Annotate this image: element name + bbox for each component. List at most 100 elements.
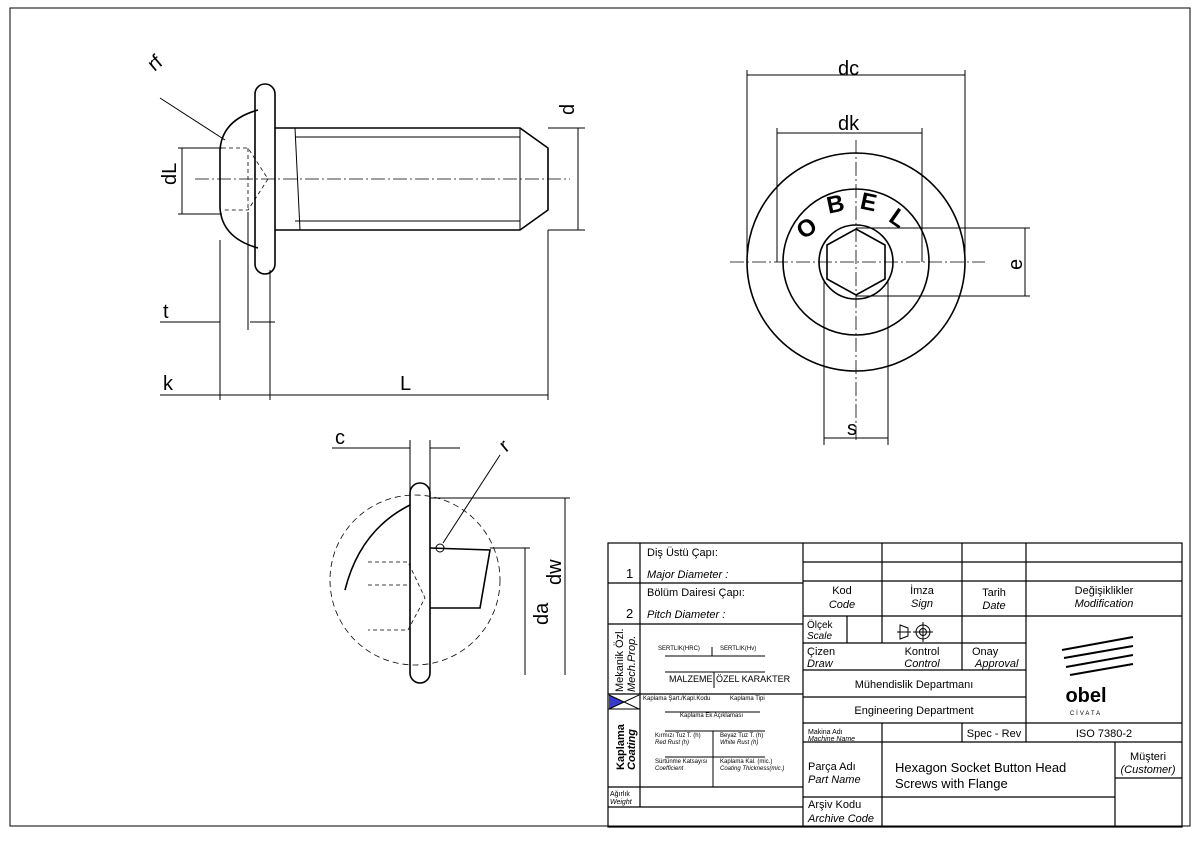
logo-brand: obel <box>1065 685 1106 707</box>
drawing-line <box>899 624 909 640</box>
title-block-part-line1: Hexagon Socket Button Head <box>895 760 1066 775</box>
title-block-control-tr: Kontrol <box>905 646 940 658</box>
title-block-part-en: Part Name <box>808 774 861 786</box>
title-block-coating-white-en: White Rust (h) <box>720 740 758 746</box>
drawing-line <box>442 454 501 544</box>
drawing-line <box>608 694 640 710</box>
dim-dk: dk <box>838 113 860 135</box>
logo-sub: CİVATA <box>1070 710 1102 717</box>
title-block-dept-tr: Mühendislik Departmanı <box>855 679 974 691</box>
title-block-control-en: Control <box>904 658 940 670</box>
obel-marking: O B E L <box>792 188 912 245</box>
title-block-coating-coef-en: Coefficient <box>655 766 684 772</box>
obel-logo <box>1061 636 1134 676</box>
title-block-text: Diş Üstü Çapı: 1 Major Diameter : Bölüm … <box>610 547 1176 825</box>
shank <box>275 127 549 231</box>
title-block-code-tr: Kod <box>832 585 852 597</box>
title-block-coating-thick-en: Coating Thickness(mic.) <box>720 766 784 772</box>
title-block-row2-en: Pitch Diameter : <box>647 609 725 621</box>
dim-dc: dc <box>838 58 859 80</box>
title-block-coating-coef-tr: Sürtünme Katsayısı <box>655 759 708 765</box>
title-block-mech-hv: SERTLIK(Hv) <box>720 646 756 652</box>
dim-rf: rf <box>143 51 167 76</box>
dim-s: s <box>847 418 857 440</box>
flange <box>254 83 276 275</box>
dim-da: da <box>531 602 553 625</box>
title-block-mech-en: Mech.Prop. <box>626 636 638 692</box>
title-block-weight-tr: Ağırlık <box>610 791 630 798</box>
drawing-line <box>826 228 886 296</box>
drawing-line <box>329 494 501 666</box>
title-block-coating-red-en: Red Rust (h) <box>655 740 689 746</box>
dim-e: e <box>1005 259 1027 270</box>
title-block-coating-en: Coating <box>626 729 638 770</box>
title-block-row1-num: 1 <box>626 566 633 581</box>
title-block-draw-tr: Çizen <box>807 646 835 658</box>
drawing-line <box>1061 636 1134 676</box>
title-block-scale-en: Scale <box>807 631 832 642</box>
title-block-coating-spec: Kaplama Şart./Kapl.Kodu <box>643 696 710 702</box>
title-block-coating-tr: Kaplama <box>615 723 627 770</box>
title-block-sign-tr: İmza <box>910 584 935 597</box>
drawing-line <box>435 543 445 553</box>
drawing-line <box>294 127 301 231</box>
drawing-line <box>818 224 894 300</box>
title-block-row1-tr: Diş Üstü Çapı: <box>647 547 718 559</box>
dim-k: k <box>163 373 174 395</box>
title-block-standard: ISO 7380-2 <box>1076 728 1132 740</box>
page-border <box>9 7 1191 827</box>
title-block-part-line2: Screws with Flange <box>895 776 1008 791</box>
title-block-sign-en: Sign <box>911 598 933 610</box>
dim-dw: dw <box>544 559 566 585</box>
title-block-mech-hrc: SERTLIK(HRC) <box>658 646 700 652</box>
dim-t: t <box>163 301 169 323</box>
drawing-line <box>344 504 411 591</box>
title-block <box>607 542 1183 828</box>
title-block-coating-type: Kaplama Tipi <box>730 696 765 702</box>
detail-view <box>329 440 570 684</box>
title-block-dept-en: Engineering Department <box>854 705 973 717</box>
end-view-marking-0: O <box>792 212 823 245</box>
title-block-coating-extra: Kaplama Ek Açıklaması <box>680 713 743 719</box>
title-block-mech-tr: Mekanik Özl. <box>614 628 626 692</box>
title-block-approval-en: Approval <box>974 658 1019 670</box>
dim-r: r <box>495 435 515 456</box>
dim-c: c <box>335 427 345 449</box>
title-block-mech-material: MALZEME <box>669 674 713 684</box>
title-block-weight-en: Weight <box>610 799 633 806</box>
drawing-line <box>782 188 930 336</box>
drawing-line <box>429 547 491 609</box>
drawing-line <box>609 695 624 709</box>
title-block-coating-red-tr: Kırmızı Tuz T. (h) <box>655 733 701 739</box>
title-block-modification-en: Modification <box>1075 598 1134 610</box>
button-head <box>219 109 259 249</box>
dim-dL: dL <box>159 163 181 185</box>
title-block-date-en: Date <box>982 600 1005 612</box>
drawing-line <box>222 147 269 211</box>
title-block-coating-thick-tr: Kaplama Kal. (mic.) <box>720 759 772 765</box>
title-block-customer-tr: Müşteri <box>1130 751 1166 763</box>
title-block-date-tr: Tarih <box>982 587 1006 599</box>
title-block-spec-rev: Spec - Rev <box>967 728 1022 740</box>
title-block-part-tr: Parça Adı <box>808 761 856 773</box>
end-view-marking-1: B <box>824 190 847 220</box>
title-block-coating-white-tr: Beyaz Tuz T. (h) <box>720 733 763 739</box>
title-block-row1-en: Major Diameter : <box>647 569 728 581</box>
title-block-modification-tr: Değişiklikler <box>1075 585 1134 597</box>
title-block-row2-num: 2 <box>626 606 633 621</box>
title-block-scale-tr: Ölçek <box>807 619 834 631</box>
end-view-marking-3: L <box>884 203 912 234</box>
title-block-row2-tr: Bölüm Dairesi Çapı: <box>647 587 745 599</box>
title-block-machine-en: Machine Name <box>808 736 855 743</box>
end-view <box>730 70 1030 445</box>
end-view-marking-2: E <box>858 188 879 218</box>
title-block-draw-en: Draw <box>807 658 834 670</box>
title-block-archive-tr: Arşiv Kodu <box>808 799 861 811</box>
title-block-customer-en: (Customer) <box>1120 764 1175 776</box>
drawing-line <box>368 561 426 631</box>
drawing-line <box>409 482 431 684</box>
drawing-line <box>159 97 226 141</box>
title-block-machine-tr: Makina Adı <box>808 729 843 736</box>
title-block-code-en: Code <box>829 599 855 611</box>
